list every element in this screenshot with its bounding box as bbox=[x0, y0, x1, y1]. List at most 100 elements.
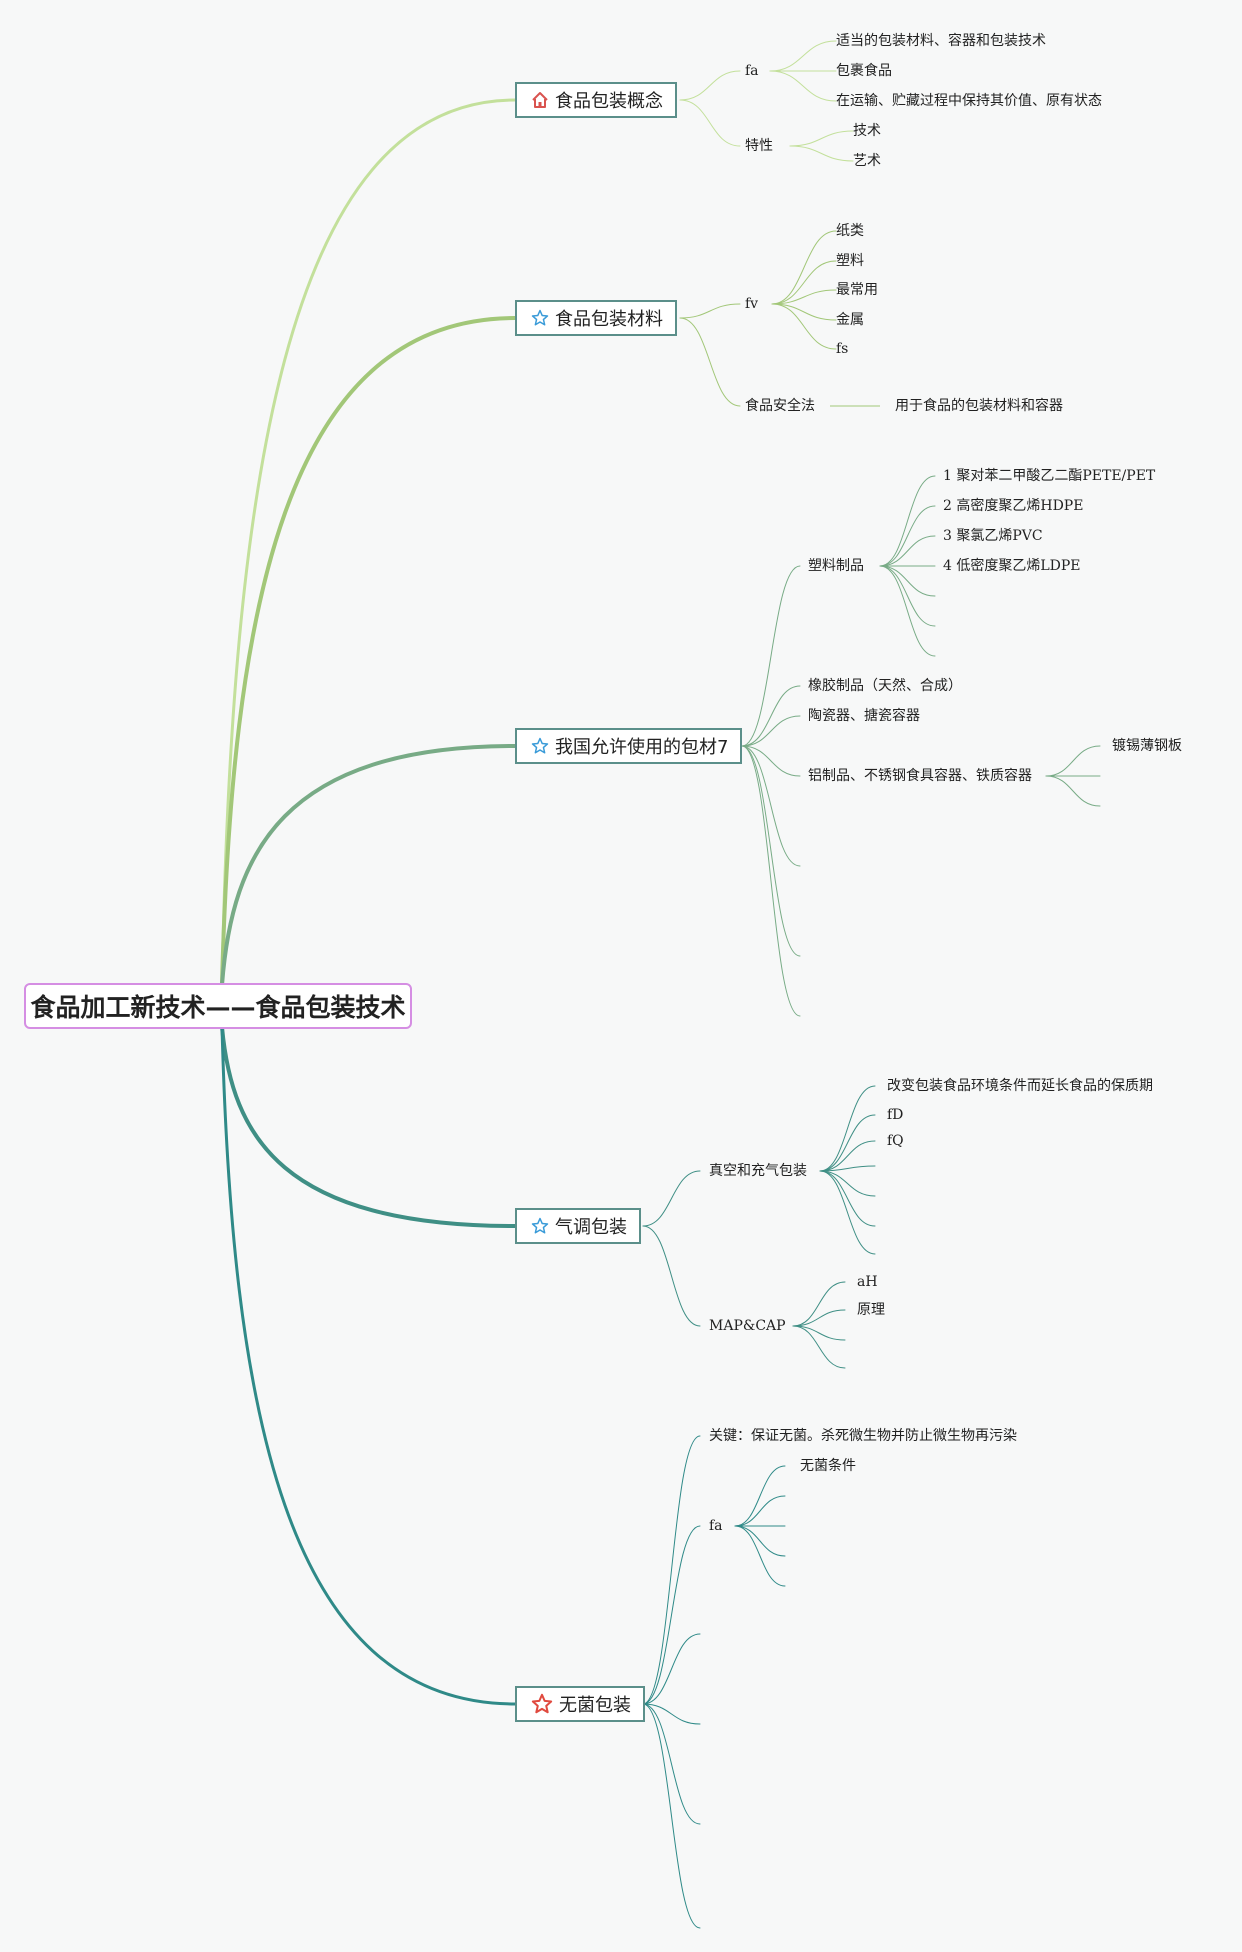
subtopic-key-point[interactable]: 关键：保证无菌。杀死微生物并防止微生物再污染 bbox=[709, 1428, 1017, 1444]
connector-line bbox=[771, 289, 837, 305]
connector-line bbox=[819, 1165, 876, 1172]
leaf-item[interactable]: 镀锡薄钢板 bbox=[1112, 738, 1182, 754]
connector-line bbox=[642, 1435, 701, 1705]
branch-packaging-materials[interactable]: 食品包装材料 bbox=[515, 300, 677, 336]
connector-line bbox=[741, 745, 801, 1017]
connector-line bbox=[679, 70, 741, 101]
connector-line bbox=[642, 1525, 701, 1705]
branch-connector bbox=[220, 316, 516, 984]
connector-line bbox=[819, 1114, 876, 1172]
connector-line bbox=[679, 303, 741, 319]
subtopic-plastic-products[interactable]: 塑料制品 bbox=[808, 558, 864, 574]
leaf-item[interactable]: 原理 bbox=[857, 1302, 885, 1318]
connector-line bbox=[879, 475, 936, 567]
leaf-item[interactable]: 无菌条件 bbox=[800, 1458, 856, 1474]
connector-line bbox=[819, 1085, 876, 1172]
leaf-item[interactable]: 4 低密度聚乙烯LDPE bbox=[943, 558, 1081, 574]
leaf-item[interactable]: 技术 bbox=[853, 123, 881, 139]
leaf-item[interactable]: 在运输、贮藏过程中保持其价值、原有状态 bbox=[836, 93, 1102, 109]
connector-line bbox=[769, 70, 837, 102]
root-topic[interactable]: 食品加工新技术——食品包装技术 bbox=[24, 983, 412, 1029]
leaf-item[interactable]: 最常用 bbox=[836, 282, 878, 298]
leaf-item[interactable]: fD bbox=[887, 1107, 904, 1123]
connector-line bbox=[771, 303, 837, 321]
connector-line bbox=[879, 565, 936, 657]
connector-line bbox=[879, 505, 936, 567]
connector-line bbox=[741, 745, 801, 867]
leaf-item[interactable]: 2 高密度聚乙烯HDPE bbox=[943, 498, 1084, 514]
connector-line bbox=[642, 1633, 701, 1705]
subtopic-rubber-products[interactable]: 橡胶制品（天然、合成） bbox=[808, 678, 962, 694]
branch-modified-atmosphere[interactable]: 气调包装 bbox=[515, 1208, 641, 1244]
leaf-item[interactable]: 3 聚氯乙烯PVC bbox=[943, 528, 1043, 544]
subtopic-vacuum-gas[interactable]: 真空和充气包装 bbox=[709, 1163, 807, 1179]
branch-label: 我国允许使用的包材7 bbox=[555, 737, 729, 758]
leaf-item[interactable]: 包裹食品 bbox=[836, 63, 892, 79]
home-icon bbox=[532, 92, 548, 108]
connector-line bbox=[679, 317, 741, 407]
connector-line bbox=[879, 565, 936, 597]
connector-line bbox=[734, 1525, 786, 1587]
leaf-item[interactable]: fs bbox=[836, 341, 849, 357]
connector-line bbox=[879, 535, 936, 567]
connector-line bbox=[789, 145, 854, 162]
connector-line bbox=[771, 260, 837, 305]
connector-line bbox=[741, 745, 801, 957]
connector-line bbox=[741, 685, 801, 747]
connector-line bbox=[792, 1309, 846, 1327]
subtopic-characteristics[interactable]: 特性 bbox=[745, 138, 773, 154]
connector-line bbox=[792, 1281, 846, 1327]
connector-line bbox=[819, 1170, 876, 1197]
connector-line bbox=[819, 1170, 876, 1255]
connector-line bbox=[642, 1703, 701, 1725]
leaf-item[interactable]: 1 聚对苯二甲酸乙二酯PETE/PET bbox=[943, 468, 1156, 484]
branch-connector bbox=[220, 98, 516, 984]
leaf-item[interactable]: 金属 bbox=[836, 312, 864, 328]
subtopic-ceramics[interactable]: 陶瓷器、搪瓷容器 bbox=[808, 708, 920, 724]
subtopic-food-safety-law[interactable]: 食品安全法 bbox=[745, 398, 815, 414]
star-icon bbox=[531, 737, 549, 754]
leaf-item[interactable]: 适当的包装材料、容器和包装技术 bbox=[836, 33, 1046, 49]
leaf-item[interactable]: aH bbox=[857, 1274, 878, 1290]
connector-line bbox=[771, 303, 837, 350]
leaf-item[interactable]: 用于食品的包装材料和容器 bbox=[895, 398, 1063, 414]
connector-line bbox=[734, 1525, 786, 1557]
branch-packaging-concept[interactable]: 食品包装概念 bbox=[515, 82, 677, 118]
connector-line bbox=[819, 1140, 876, 1172]
connector-line bbox=[642, 1703, 701, 1825]
branch-aseptic-packaging[interactable]: 无菌包装 bbox=[515, 1686, 645, 1722]
subtopic-fv[interactable]: fv bbox=[745, 296, 759, 312]
leaf-item[interactable]: 艺术 bbox=[853, 153, 881, 169]
leaf-item[interactable]: 改变包装食品环境条件而延长食品的保质期 bbox=[887, 1078, 1153, 1094]
branch-connector bbox=[220, 744, 516, 986]
branch-allowed-materials[interactable]: 我国允许使用的包材7 bbox=[515, 728, 743, 764]
connector-line bbox=[642, 1703, 701, 1929]
connector-line bbox=[741, 715, 801, 747]
connector-line bbox=[679, 99, 741, 147]
red-star-icon bbox=[531, 1693, 553, 1714]
star-icon bbox=[531, 1217, 549, 1234]
connector-line bbox=[734, 1465, 786, 1527]
connector-line bbox=[769, 40, 837, 72]
leaf-item[interactable]: 纸类 bbox=[836, 223, 864, 239]
subtopic-fa[interactable]: fa bbox=[709, 1518, 723, 1534]
connector-line bbox=[819, 1170, 876, 1227]
branch-connector bbox=[220, 1026, 516, 1228]
connector-line bbox=[789, 130, 854, 147]
connector-line bbox=[1045, 775, 1101, 807]
connector-line bbox=[642, 1170, 701, 1227]
connector-line bbox=[741, 745, 801, 777]
branch-label: 食品包装材料 bbox=[555, 309, 663, 330]
leaf-item[interactable]: fQ bbox=[887, 1133, 904, 1149]
leaf-item[interactable]: 塑料 bbox=[836, 253, 864, 269]
subtopic-metal-containers[interactable]: 铝制品、不锈钢食具容器、铁质容器 bbox=[808, 768, 1032, 784]
branch-connector bbox=[220, 1026, 516, 1706]
subtopic-map-cap[interactable]: MAP&CAP bbox=[709, 1318, 786, 1334]
connector-line bbox=[734, 1495, 786, 1527]
connector-line bbox=[792, 1325, 846, 1369]
connector-line bbox=[642, 1225, 701, 1327]
subtopic-fa[interactable]: fa bbox=[745, 63, 759, 79]
connector-line bbox=[879, 565, 936, 627]
